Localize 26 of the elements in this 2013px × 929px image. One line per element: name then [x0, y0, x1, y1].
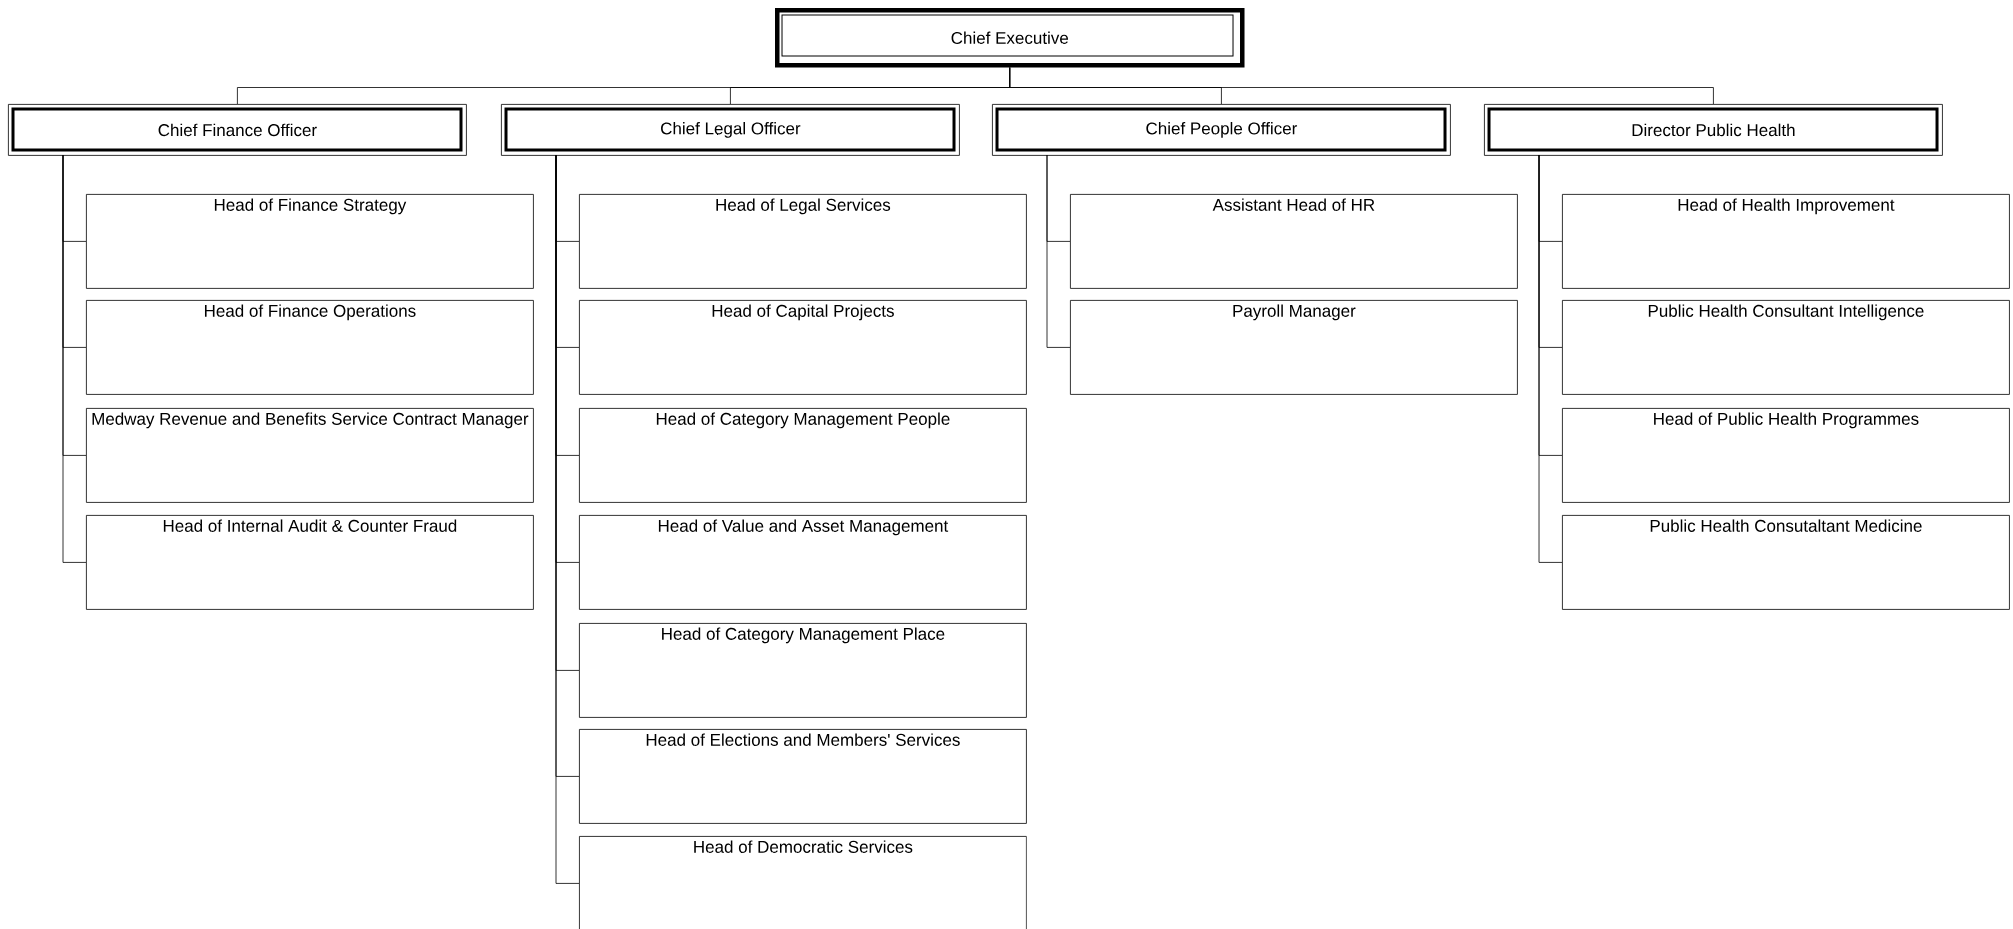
role-box: Head of Finance Strategy [86, 194, 534, 289]
chief-box: Chief Executive [775, 8, 1245, 68]
role-box: Public Health Consultant Intelligence [1562, 300, 2010, 395]
officer-box: Chief Finance Officer [8, 104, 467, 156]
connector-line [1009, 67, 1714, 105]
officer-box: Director Public Health [1484, 104, 1943, 156]
role-box: Head of Category Management People [579, 408, 1027, 503]
role-box: Medway Revenue and Benefits Service Contract Manager [86, 408, 534, 503]
connector-line [62, 154, 87, 563]
connector-line [1046, 154, 1071, 348]
role-box: Head of Elections and Members' Services [579, 729, 1027, 824]
role-box: Public Health Consutaltant Medicine [1562, 515, 2010, 610]
role-box: Head of Health Improvement [1562, 194, 2010, 289]
role-box: Head of Value and Asset Management [579, 515, 1027, 610]
officer-box: Chief Legal Officer [501, 104, 960, 156]
role-box: Head of Internal Audit & Counter Fraud [86, 515, 534, 610]
role-box: Head of Legal Services [579, 194, 1027, 289]
role-box: Head of Democratic Services [579, 836, 1027, 929]
officer-box: Chief People Officer [992, 104, 1451, 156]
role-box: Head of Public Health Programmes [1562, 408, 2010, 503]
role-box: Head of Finance Operations [86, 300, 534, 395]
role-box: Payroll Manager [1070, 300, 1518, 395]
role-box: Head of Category Management Place [579, 623, 1027, 718]
role-box: Head of Capital Projects [579, 300, 1027, 395]
connector-line [1538, 154, 1563, 563]
role-box: Assistant Head of HR [1070, 194, 1518, 289]
